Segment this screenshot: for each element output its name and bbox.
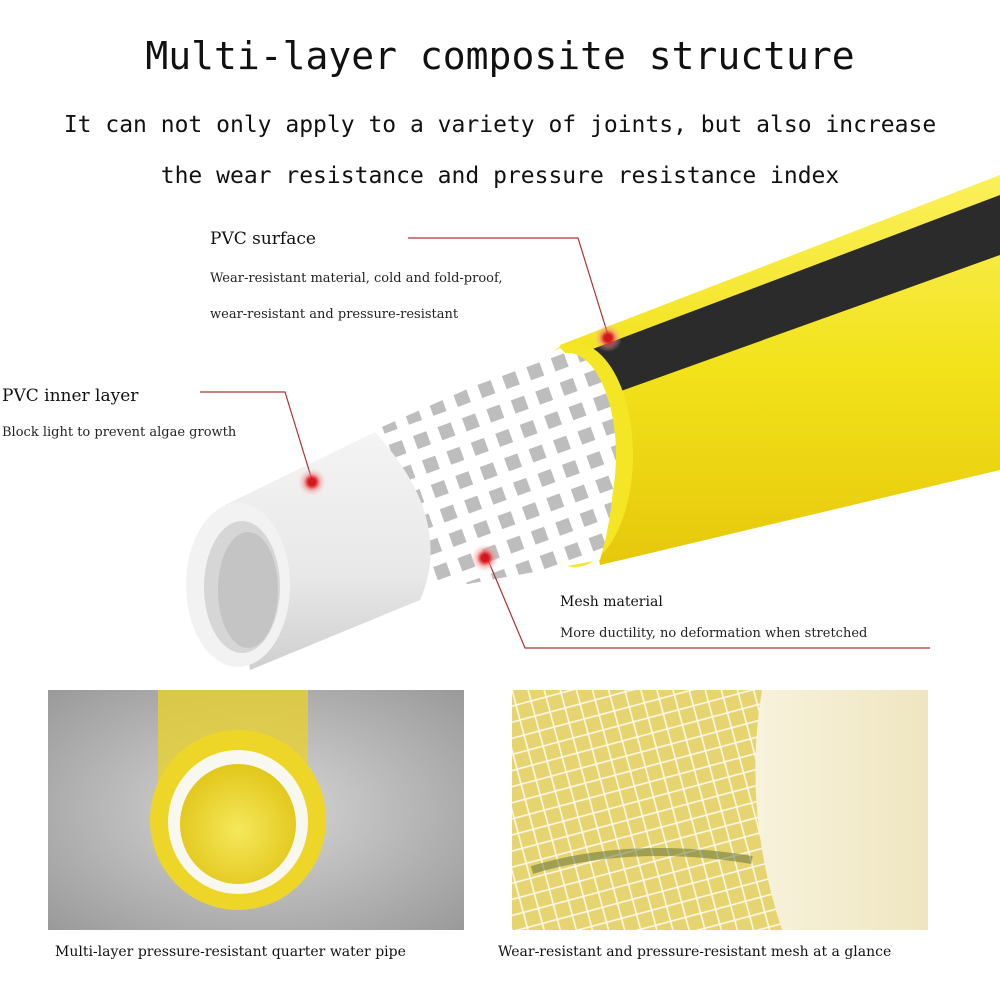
mesh-layer [375, 348, 616, 590]
label-pvc-inner-desc: Block light to prevent algae growth [2, 425, 237, 440]
subtitle-line-2: the wear resistance and pressure resista… [160, 163, 840, 189]
page-title: Multi-layer composite structure [145, 34, 855, 78]
subtitle-line-1: It can not only apply to a variety of jo… [63, 112, 937, 138]
label-mesh-desc: More ductility, no deformation when stre… [560, 626, 868, 641]
photo-mesh-closeup [512, 690, 928, 930]
label-pvc-inner-title: PVC inner layer [2, 386, 139, 406]
label-pvc-surface-desc-2: wear-resistant and pressure-resistant [210, 307, 459, 322]
leader-lines [200, 237, 930, 649]
white-inner-layer [186, 432, 431, 670]
label-pvc-surface-title: PVC surface [210, 229, 316, 249]
label-pvc-surface-desc-1: Wear-resistant material, cold and fold-p… [210, 271, 503, 286]
label-mesh-title: Mesh material [560, 594, 663, 610]
caption-left: Multi-layer pressure-resistant quarter w… [55, 944, 406, 960]
caption-right: Wear-resistant and pressure-resistant me… [498, 944, 892, 960]
hose-cross-section-illustration [186, 175, 1000, 670]
marker-dots [298, 324, 622, 572]
photo-hose-end [48, 690, 464, 930]
